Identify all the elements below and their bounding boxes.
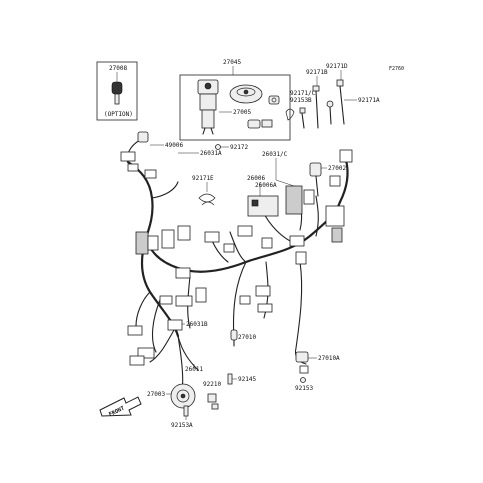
- lock-cylinder-icon: [247, 119, 273, 129]
- label-27010: 27010: [238, 334, 256, 341]
- label-27005: 27005: [233, 109, 251, 116]
- label-92171E: 92171E: [192, 175, 214, 182]
- nut-92210-icon: [207, 393, 219, 410]
- connector-right-upper-icon: [329, 149, 353, 187]
- label-26006: 26006: [247, 175, 265, 182]
- label-26006A: 26006A: [255, 182, 277, 189]
- connector-lower-left-icon: [159, 267, 207, 307]
- fuel-cap-lock-icon: [229, 84, 263, 104]
- sensor-27010-icon: [230, 329, 238, 347]
- cable-tie-92171B-icon: [312, 85, 320, 129]
- label-27045: 27045: [223, 59, 241, 66]
- screw-92172-icon: [215, 144, 221, 150]
- connector-left-mid-icon: [135, 225, 191, 255]
- label-92145: 92145: [238, 376, 256, 383]
- ignition-switch-group: 27045 27005: [179, 59, 291, 141]
- label-92171C-top: 92171/C: [290, 90, 316, 97]
- connector-26031C-icon: [285, 185, 345, 265]
- label-27010A: 27010A: [318, 355, 340, 362]
- horn-27003-icon: [170, 383, 196, 409]
- label-27002: 27002: [328, 165, 346, 172]
- bolt-92153A-icon: [183, 405, 189, 417]
- label-49006: 49006: [165, 142, 183, 149]
- label-92210: 92210: [203, 381, 221, 388]
- connector-49006-icon: [137, 131, 149, 143]
- clamp-92171A-icon: [326, 100, 334, 125]
- main-harness: [126, 139, 349, 391]
- label-26011: 26011: [185, 366, 203, 373]
- label-26031B: 26031B: [186, 321, 208, 328]
- ignition-switch-icon: [197, 79, 219, 135]
- front-direction-arrow: FRONT: [99, 396, 142, 418]
- label-92153A: 92153A: [171, 422, 193, 429]
- cable-tie-92171E-icon: [198, 193, 216, 206]
- bolt-92153-icon: [300, 377, 306, 383]
- connector-center-icon: [204, 225, 253, 253]
- label-option: (OPTION): [104, 111, 133, 118]
- label-92172: 92172: [230, 144, 248, 151]
- label-92171D: 92171D: [326, 63, 348, 70]
- label-26031C: 26031/C: [262, 151, 288, 158]
- key-27008-group: 27008 (OPTION): [96, 61, 138, 121]
- figure-code: F2760: [389, 66, 404, 72]
- label-27008: 27008: [109, 65, 127, 72]
- switch-27010A-icon: [295, 351, 309, 374]
- seat-lock-icon: [268, 95, 280, 105]
- module-26006-icon: [247, 195, 279, 249]
- clip-92153B-icon: [285, 108, 295, 121]
- cable-tie-92171C-icon: [299, 107, 306, 129]
- connector-26031A-icon: [120, 151, 157, 179]
- label-92153: 92153: [295, 385, 313, 392]
- key-icon: [111, 81, 123, 105]
- connector-26031B-icon: [127, 319, 183, 366]
- cable-tie-92171D-icon: [336, 79, 345, 125]
- relay-27002-icon: [309, 162, 322, 197]
- bolt-92145-icon: [227, 373, 233, 385]
- front-label: FRONT: [108, 405, 126, 418]
- label-26031A: 26031A: [200, 150, 222, 157]
- connector-center-lower-icon: [239, 285, 273, 313]
- label-92171A: 92171A: [358, 97, 380, 104]
- label-92153B: 92153B: [290, 97, 312, 104]
- label-92171B: 92171B: [306, 69, 328, 76]
- label-27003: 27003: [147, 391, 165, 398]
